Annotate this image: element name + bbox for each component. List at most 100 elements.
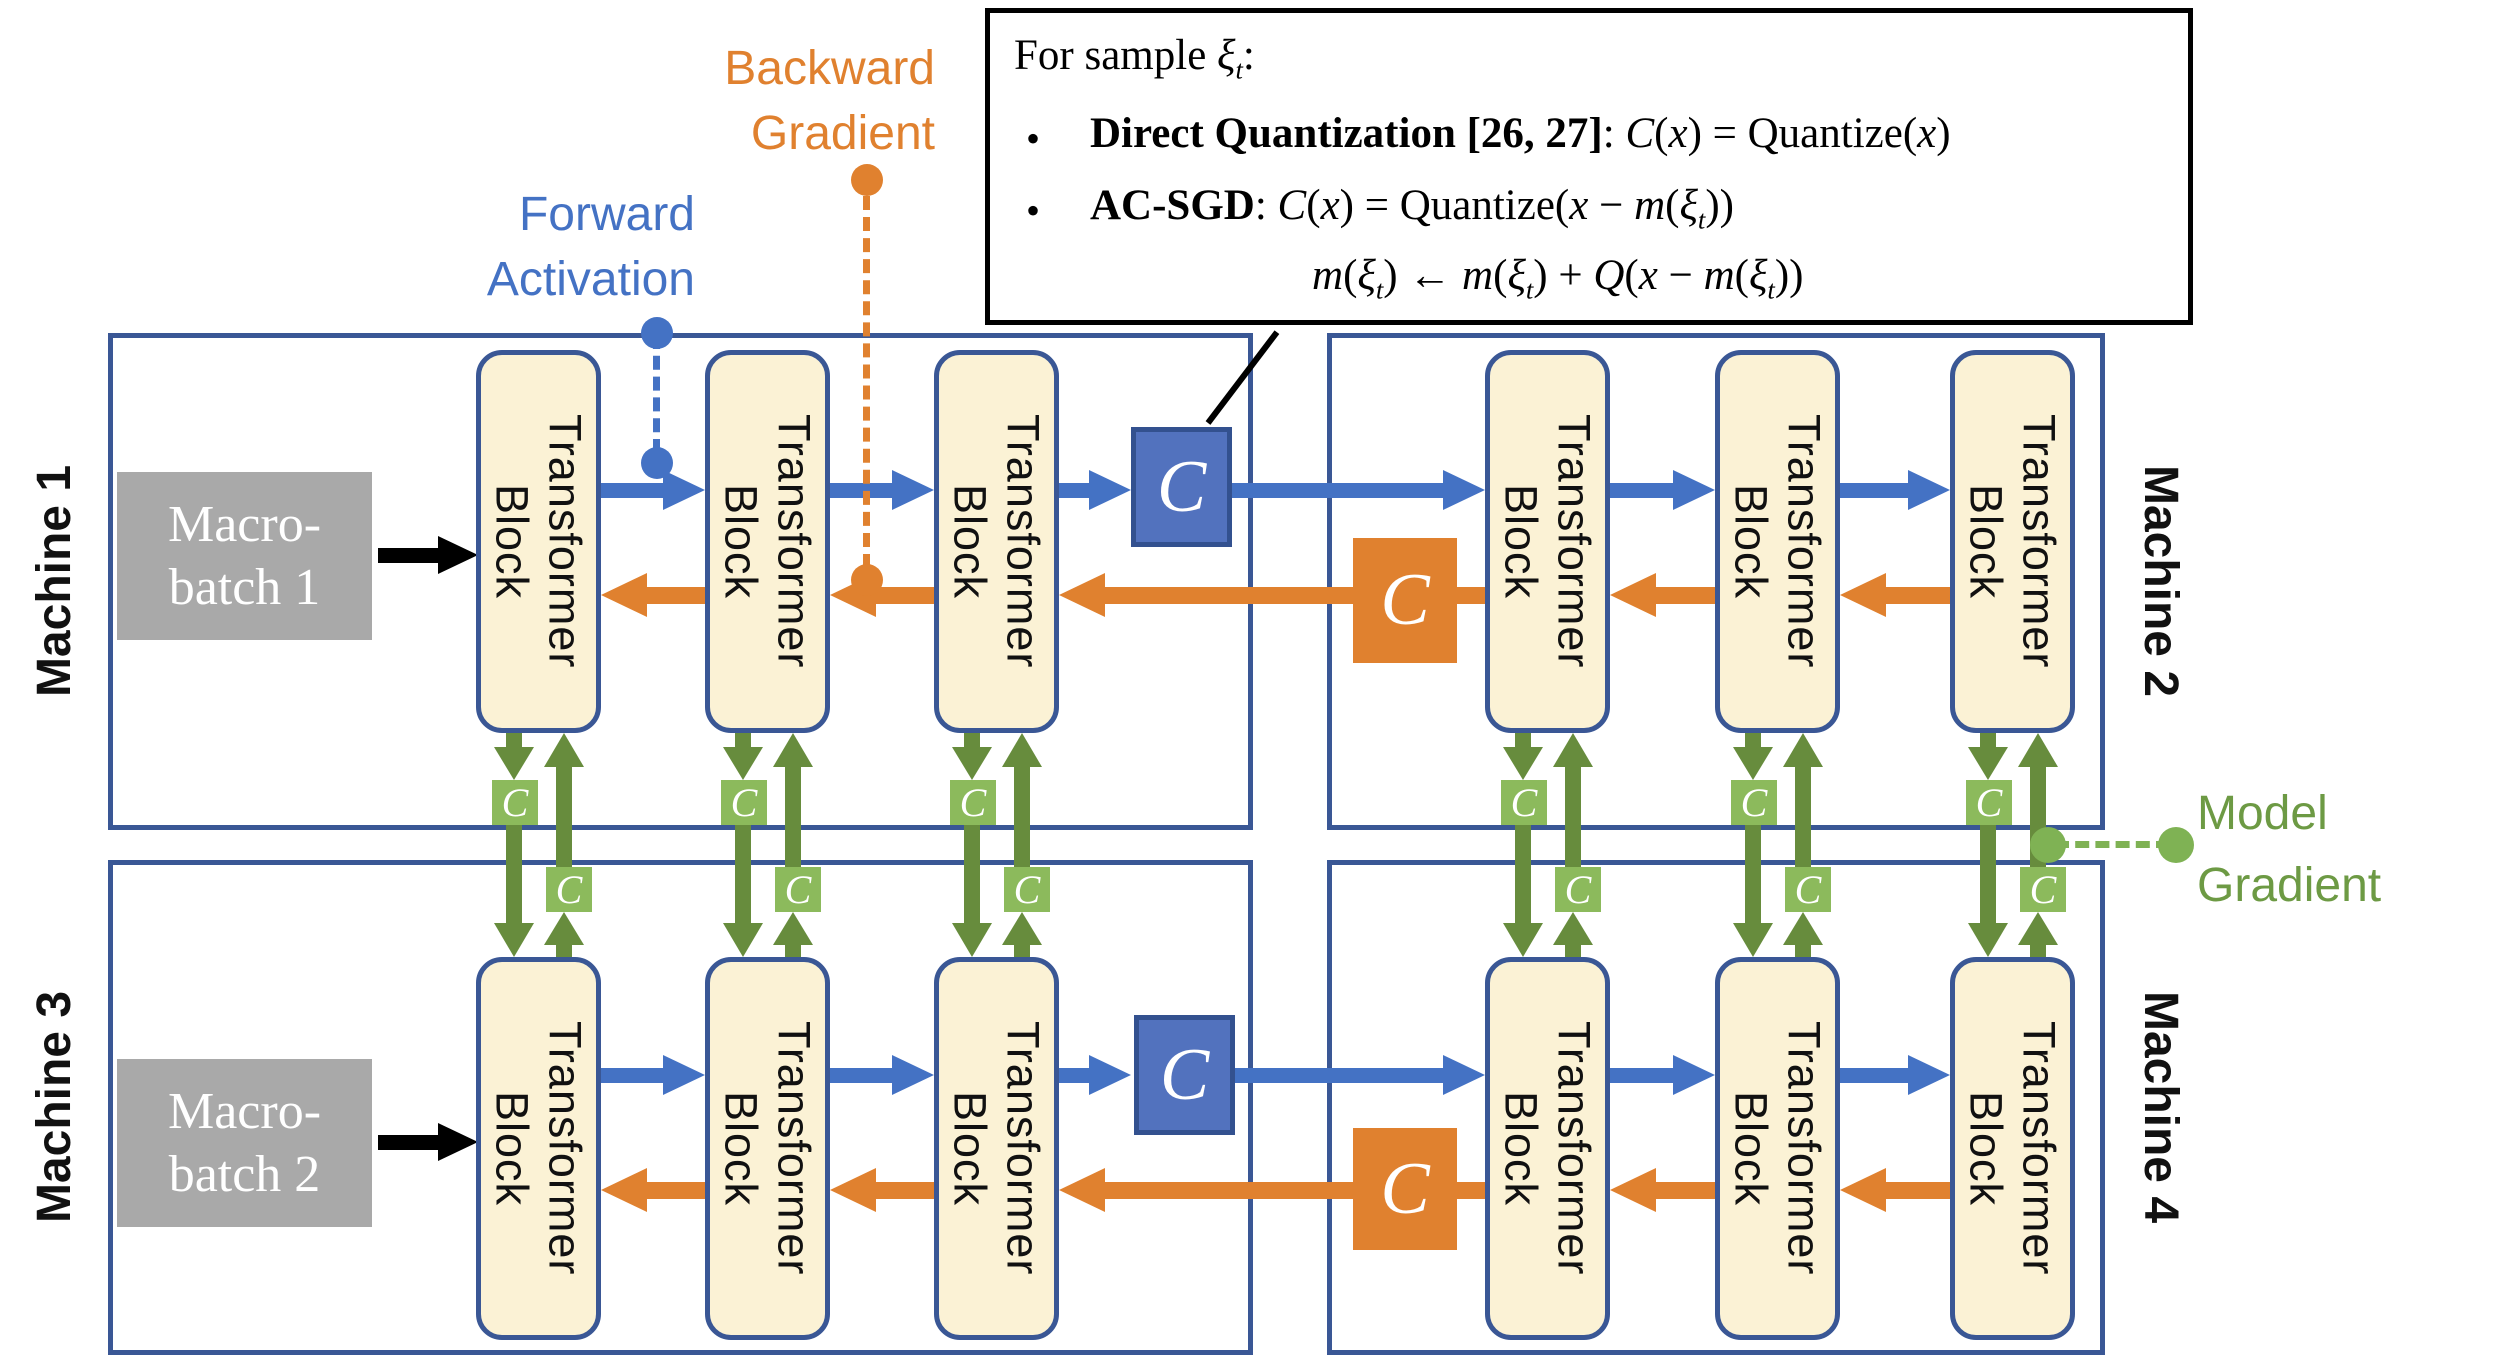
block-label-line1: Transformer xyxy=(1778,414,1830,669)
forward-legend-dash xyxy=(653,335,660,453)
small-compressor-letter: C xyxy=(555,867,583,912)
backward-arrow-top-4-shaft xyxy=(1884,586,1950,604)
formula-segment: ( xyxy=(1343,252,1358,299)
backward-arrow-top-4-head xyxy=(1840,573,1886,617)
model-down-shaft-b-4 xyxy=(1745,825,1761,923)
small-compressor-letter: C xyxy=(2029,867,2057,912)
machine-2-box xyxy=(1327,333,2105,830)
model-up-shaft-b-3 xyxy=(1565,945,1581,957)
formula-segment: ) = Quantize( xyxy=(1687,110,1918,157)
model-label-line2: Gradient xyxy=(2197,859,2382,912)
model-down-head-b-3 xyxy=(1503,923,1543,957)
small-compressor-letter: C xyxy=(730,780,758,825)
compressor-letter: C xyxy=(1380,1147,1430,1230)
model-compressor-lower-3: C xyxy=(1555,867,1601,912)
model-down-head-b-5 xyxy=(1968,923,2008,957)
small-compressor-letter: C xyxy=(784,867,812,912)
machine-3-label: Machine 3 xyxy=(28,990,81,1224)
model-up-head-a-5 xyxy=(2018,733,2058,767)
machine-4-label: Machine 4 xyxy=(2134,990,2187,1224)
forward-arrow-bottom-2-head xyxy=(1089,1055,1131,1095)
formula-segment: AC-SGD xyxy=(1090,182,1255,229)
model-compressor-lower-0: C xyxy=(546,867,592,912)
compressor-letter: C xyxy=(1156,445,1207,528)
formula-segment: ) xyxy=(1936,110,1951,157)
model-up-head-b-0 xyxy=(544,912,584,945)
formula-segment: ( xyxy=(1493,252,1508,299)
formula-segment: x xyxy=(1638,252,1658,299)
backward-arrow-top-0-head xyxy=(601,573,647,617)
block-label-line2: Block xyxy=(944,1090,996,1207)
backward-gradient-label: Backward Gradient xyxy=(630,36,935,167)
small-compressor-letter: C xyxy=(959,780,987,825)
forward-arrow-bottom-3-shaft xyxy=(1232,1067,1445,1083)
model-down-head-a-2 xyxy=(952,747,992,780)
model-compressor-upper-4: C xyxy=(1731,780,1777,825)
backward-arrow-bottom-4-shaft xyxy=(1884,1181,1950,1199)
model-legend-dot-left xyxy=(2030,827,2066,863)
forward-arrow-bottom-2-shaft xyxy=(1059,1067,1091,1083)
formula-segment: ( xyxy=(1654,110,1669,157)
small-compressor-letter: C xyxy=(1564,867,1592,912)
block-label-line2: Block xyxy=(1725,1090,1777,1207)
formula-segment: : xyxy=(1254,182,1278,229)
formula-segment: ξ xyxy=(1748,252,1768,299)
model-down-head-b-4 xyxy=(1733,923,1773,957)
model-legend-dot-right xyxy=(2158,827,2194,863)
model-label-line1: Model xyxy=(2197,787,2328,840)
formula-segment: )) xyxy=(1774,252,1804,299)
macro-batch-1-line1: Macro- xyxy=(167,495,322,553)
model-down-head-b-2 xyxy=(952,923,992,957)
forward-arrow-bottom-4-shaft xyxy=(1610,1067,1675,1083)
forward-arrow-bottom-5-head xyxy=(1908,1055,1950,1095)
formula-segment: ( xyxy=(1665,182,1680,229)
block-label-line2: Block xyxy=(1960,1090,2012,1207)
formula-segment: t xyxy=(1767,274,1775,305)
model-down-shaft-a-0 xyxy=(506,733,522,749)
formula-intro: For sample ξt: xyxy=(1014,31,1255,86)
model-legend-dash xyxy=(2055,841,2170,848)
model-compressor-upper-5: C xyxy=(1966,780,2012,825)
formula-segment: C xyxy=(1625,110,1655,157)
backward-arrow-bottom-1-shaft xyxy=(874,1181,934,1199)
small-compressor-letter: C xyxy=(501,780,529,825)
formula-segment: t xyxy=(1375,274,1384,305)
formula-segment: ) + xyxy=(1533,252,1594,299)
input-arrow-top-head xyxy=(438,536,478,574)
backward-arrow-top-0-shaft xyxy=(645,586,705,604)
model-down-shaft-a-5 xyxy=(1980,733,1996,749)
backward-legend-dot-bottom xyxy=(851,564,883,596)
forward-arrow-top-4-shaft xyxy=(1610,482,1675,498)
model-up-head-b-2 xyxy=(1002,912,1042,945)
formula-segment: ) = Quantize( xyxy=(1339,182,1570,229)
bullet-1: • xyxy=(1026,116,1041,161)
forward-arrow-bottom-3-head xyxy=(1443,1055,1485,1095)
model-up-shaft-a-1 xyxy=(785,767,801,867)
formula-segment: ξ xyxy=(1507,252,1526,299)
model-compressor-upper-2: C xyxy=(950,780,996,825)
formula-segment: m xyxy=(1634,182,1666,229)
model-down-head-b-0 xyxy=(494,923,534,957)
formula-segment: m xyxy=(1703,252,1735,299)
model-up-head-a-0 xyxy=(544,733,584,767)
formula-segment: m xyxy=(1462,252,1494,299)
backward-compressor-top: C xyxy=(1353,538,1457,663)
backward-legend-dash xyxy=(863,196,870,568)
backward-arrow-bottom-3-head xyxy=(1610,1168,1656,1212)
macro-batch-2-line1: Macro- xyxy=(167,1082,322,1140)
model-down-shaft-b-0 xyxy=(506,825,522,923)
formula-segment: ξ xyxy=(1217,32,1236,79)
backward-stub-top-shaft xyxy=(1457,586,1487,604)
formula-segment: ) ← xyxy=(1383,252,1463,299)
formula-segment: ( xyxy=(1734,252,1749,299)
model-down-shaft-b-5 xyxy=(1980,825,1996,923)
macro-batch-2-box: Macro- batch 2 xyxy=(117,1059,372,1227)
model-down-shaft-b-3 xyxy=(1515,825,1531,923)
